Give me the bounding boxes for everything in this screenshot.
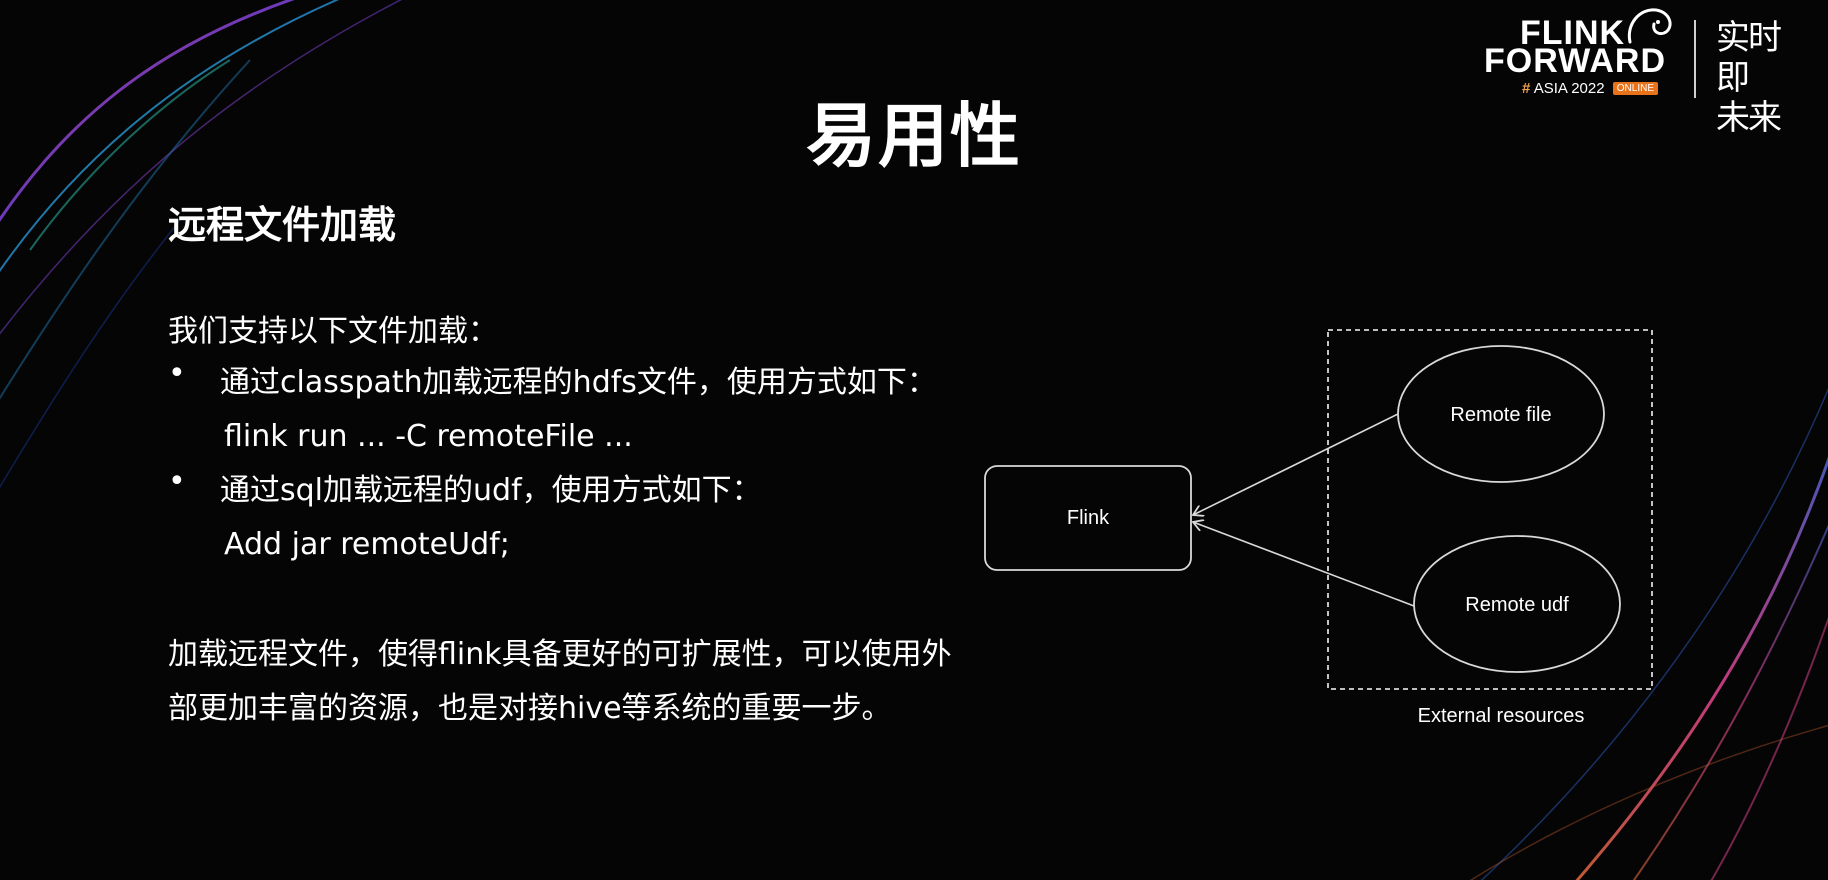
summary-line-1: 加载远程文件，使得flink具备更好的可扩展性，可以使用外	[168, 637, 952, 672]
logo-event-name: ASIA 2022	[1533, 80, 1605, 97]
external-resources-group	[1327, 329, 1653, 690]
slide-title: 易用性	[806, 95, 1022, 177]
flink-node: Flink	[984, 465, 1192, 571]
logo-line-flink: FLINK	[1520, 14, 1626, 52]
logo-hash: #	[1522, 80, 1531, 97]
flink-node-box	[984, 465, 1192, 571]
squirrel-icon	[1627, 8, 1672, 44]
logo-slogan: 实时即 未来	[1716, 18, 1792, 138]
flink-forward-logo: FLINK FORWARD # ASIA 2022 ONLINE 实时即 未来	[1484, 8, 1804, 138]
intro-text: 我们支持以下文件加载：	[168, 314, 498, 349]
logo-slogan-line2: 未来	[1716, 98, 1782, 138]
remote-udf-ellipse	[1413, 535, 1621, 673]
bullet-text: 通过sql加载远程的udf，使用方式如下：	[220, 473, 762, 508]
edge-remote-file-to-flink	[1193, 413, 1399, 515]
summary-line-2: 部更加丰富的资源，也是对接hive等系统的重要一步。	[168, 691, 892, 726]
summary-paragraph: 加载远程文件，使得flink具备更好的可扩展性，可以使用外 部更加丰富的资源，也…	[168, 628, 998, 736]
logo-line-forward: FORWARD	[1484, 42, 1667, 80]
remote-udf-node: Remote udf	[1413, 535, 1621, 673]
bullet-text: 通过classpath加载远程的hdfs文件，使用方式如下：	[220, 365, 937, 400]
remote-udf-label: Remote udf	[1465, 594, 1569, 616]
flink-node-label: Flink	[1067, 507, 1110, 529]
external-resources-label: External resources	[1418, 705, 1585, 727]
bullet-command: Add jar remoteUdf;	[224, 527, 510, 562]
bullet-command: flink run ... -C remoteFile ...	[224, 419, 633, 454]
logo-slogan-line1: 实时即	[1716, 18, 1782, 98]
remote-file-node: Remote file	[1397, 345, 1605, 483]
bullet-marker: •	[168, 356, 186, 391]
logo-divider	[1694, 20, 1696, 98]
bullet-list: • 通过classpath加载远程的hdfs文件，使用方式如下： flink r…	[168, 356, 937, 572]
section-heading: 远程文件加载	[168, 203, 397, 247]
remote-file-label: Remote file	[1450, 404, 1551, 426]
logo-event: # ASIA 2022 ONLINE	[1522, 80, 1658, 97]
bullet-marker: •	[168, 464, 186, 499]
bullet-item-classpath: • 通过classpath加载远程的hdfs文件，使用方式如下： flink r…	[168, 356, 937, 464]
bullet-item-sql: • 通过sql加载远程的udf，使用方式如下： Add jar remoteUd…	[168, 464, 937, 572]
edge-remote-udf-to-flink	[1193, 522, 1415, 607]
logo-online-badge: ONLINE	[1612, 82, 1658, 95]
